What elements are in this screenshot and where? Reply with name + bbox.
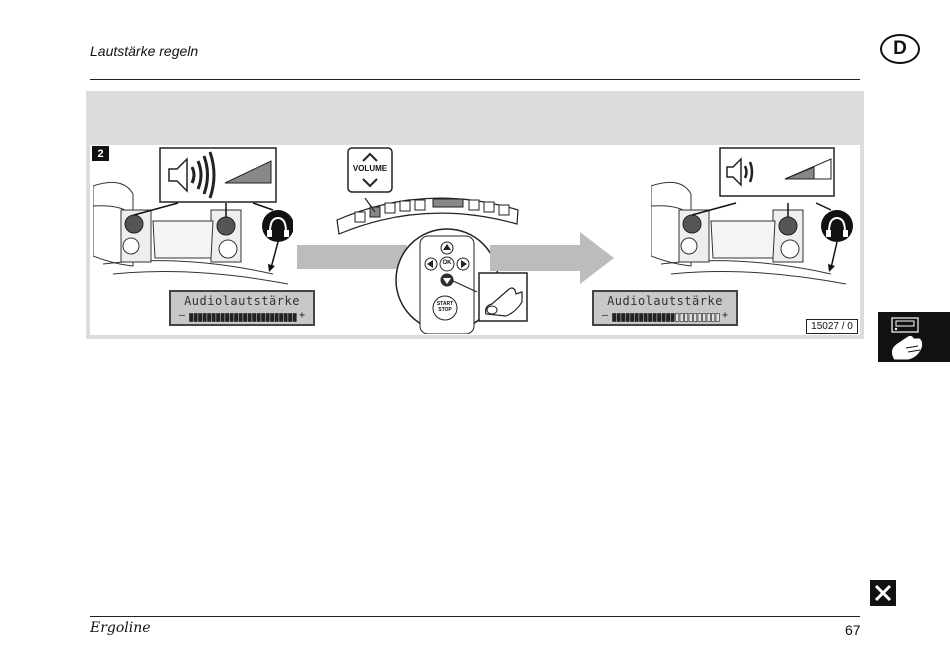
language-badge: D xyxy=(880,34,920,64)
start-stop-button-icon xyxy=(432,295,458,321)
lcd-display-right: Audiolautstärke – + xyxy=(592,290,738,326)
lcd-left-text: Audiolautstärke xyxy=(184,294,300,308)
level-block xyxy=(670,313,675,322)
lcd-right-level-blocks xyxy=(612,313,720,322)
volume-low-callout xyxy=(719,147,835,197)
arrow-right-icon xyxy=(297,245,407,269)
level-block xyxy=(261,313,266,322)
level-block xyxy=(288,313,293,322)
level-block xyxy=(229,313,234,322)
level-block xyxy=(234,313,239,322)
footer-rule xyxy=(90,616,860,617)
ok-button-icon xyxy=(439,256,455,272)
level-block xyxy=(706,313,711,322)
level-block xyxy=(661,313,666,322)
speaker-right-icon xyxy=(216,216,236,236)
lcd-right-level-bar: – + xyxy=(602,310,728,322)
arrow-right-icon-2 xyxy=(490,232,614,284)
level-block xyxy=(639,313,644,322)
level-block xyxy=(207,313,212,322)
level-block xyxy=(256,313,261,322)
speaker-icon xyxy=(168,157,188,193)
lcd-left-level-bar: – + xyxy=(179,310,305,322)
level-block xyxy=(715,313,720,322)
right-illustration xyxy=(651,181,853,285)
lcd-right-plus: + xyxy=(721,310,728,321)
header-rule xyxy=(90,79,860,80)
lcd-right-minus: – xyxy=(602,310,609,321)
level-block xyxy=(211,313,216,322)
level-block xyxy=(238,313,243,322)
level-block xyxy=(189,313,194,322)
level-block xyxy=(643,313,648,322)
speaker-icon-2 xyxy=(726,157,742,187)
level-block xyxy=(252,313,257,322)
level-block xyxy=(652,313,657,322)
lcd-right-text: Audiolautstärke xyxy=(607,294,723,308)
level-block xyxy=(711,313,716,322)
level-block xyxy=(225,313,230,322)
level-block xyxy=(193,313,198,322)
level-block xyxy=(634,313,639,322)
left-illustration xyxy=(93,181,293,285)
lcd-left-plus: + xyxy=(298,310,305,321)
level-block xyxy=(702,313,707,322)
level-block xyxy=(220,313,225,322)
page-number: 67 xyxy=(845,622,861,638)
level-block xyxy=(243,313,248,322)
level-block xyxy=(198,313,203,322)
chapter-tab[interactable] xyxy=(878,312,950,362)
level-block xyxy=(265,313,270,322)
level-block xyxy=(279,313,284,322)
level-block xyxy=(202,313,207,322)
level-block xyxy=(616,313,621,322)
level-block xyxy=(679,313,684,322)
hand-control-icon xyxy=(890,317,924,361)
level-block xyxy=(697,313,702,322)
level-block xyxy=(630,313,635,322)
level-block xyxy=(292,313,297,322)
level-block xyxy=(675,313,680,322)
close-icon xyxy=(874,584,892,602)
lcd-display-left: Audiolautstärke – + xyxy=(169,290,315,326)
level-block xyxy=(657,313,662,322)
brand-logo: Ergoline xyxy=(90,620,151,636)
level-block xyxy=(648,313,653,322)
level-block xyxy=(612,313,617,322)
volume-high-callout xyxy=(159,147,277,203)
headphone-left-icon xyxy=(262,210,293,242)
volume-button-icon xyxy=(347,147,393,193)
lcd-left-level-blocks xyxy=(189,313,297,322)
page-header-title: Lautstärke regeln xyxy=(90,43,199,59)
finger-press-callout xyxy=(478,272,528,322)
level-block xyxy=(621,313,626,322)
start-stop-label: START STOP xyxy=(436,301,454,313)
level-block xyxy=(688,313,693,322)
control-strip xyxy=(336,197,519,235)
level-block xyxy=(274,313,279,322)
speaker-left-icon xyxy=(124,214,144,234)
level-block xyxy=(625,313,630,322)
level-block xyxy=(216,313,221,322)
figure-reference: 15027 / 0 xyxy=(806,319,858,334)
level-block xyxy=(684,313,689,322)
headphone-right-icon xyxy=(821,210,853,242)
level-block xyxy=(283,313,288,322)
figure-number: 2 xyxy=(92,146,109,161)
remote-control xyxy=(395,228,499,334)
level-block xyxy=(247,313,252,322)
level-block xyxy=(693,313,698,322)
ok-label: OK xyxy=(442,260,452,266)
volume-button-label: VOLUME xyxy=(352,164,388,173)
level-block xyxy=(666,313,671,322)
lcd-left-minus: – xyxy=(179,310,186,321)
level-block xyxy=(270,313,275,322)
close-button[interactable] xyxy=(870,580,896,606)
